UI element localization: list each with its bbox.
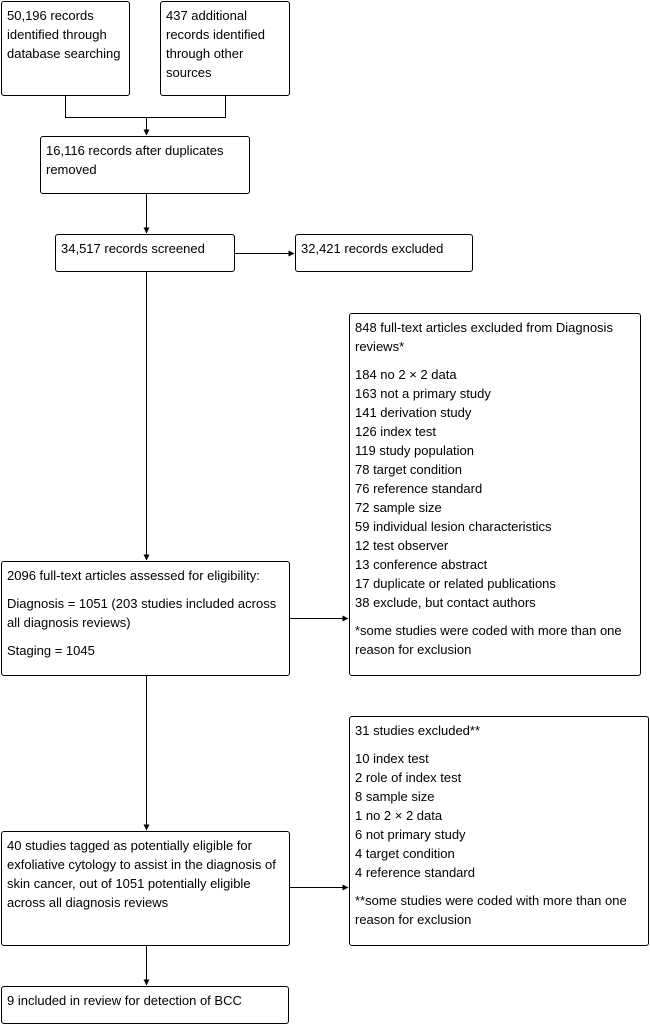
tagged-text: 40 studies tagged as potentially eligibl… [7, 838, 276, 910]
studies-excluded-box: 31 studies excluded** 10 index test 2 ro… [349, 716, 649, 946]
exclusion-reason: 126 index test [355, 424, 436, 439]
fulltext-excluded-reasons: 184 no 2 × 2 data 163 not a primary stud… [355, 365, 635, 612]
exclusion-reason: 72 sample size [355, 500, 442, 515]
database-search-box: 50,196 records identified through databa… [1, 1, 130, 96]
exclusion-reason: 119 study population [355, 443, 475, 458]
assessed-box: 2096 full-text articles assessed for eli… [1, 561, 290, 676]
merge-connector [65, 96, 226, 135]
exclusion-reason: 4 target condition [355, 846, 455, 861]
fulltext-excluded-footnote: *some studies were coded with more than … [355, 623, 622, 657]
exclusion-reason: 10 index test [355, 751, 429, 766]
excluded-screen-box: 32,421 records excluded [295, 234, 473, 272]
excluded-screen-text: 32,421 records excluded [301, 241, 444, 256]
exclusion-reason: 13 conference abstract [355, 557, 488, 572]
studies-excluded-heading: 31 studies excluded** [355, 723, 481, 738]
database-search-text: 50,196 records identified through databa… [7, 8, 121, 61]
exclusion-reason: 78 target condition [355, 462, 462, 477]
exclusion-reason: 1 no 2 × 2 data [355, 808, 443, 823]
assessed-staging: Staging = 1045 [7, 643, 95, 658]
after-duplicates-box: 16,116 records after duplicates removed [40, 136, 250, 194]
exclusion-reason: 76 reference standard [355, 481, 483, 496]
tagged-box: 40 studies tagged as potentially eligibl… [1, 831, 290, 946]
studies-excluded-reasons: 10 index test 2 role of index test 8 sam… [355, 749, 643, 882]
exclusion-reason: 59 individual lesion characteristics [355, 519, 552, 534]
exclusion-reason: 163 not a primary study [355, 386, 491, 401]
exclusion-reason: 4 reference standard [355, 865, 475, 880]
after-duplicates-text: 16,116 records after duplicates removed [46, 143, 224, 177]
exclusion-reason: 141 derivation study [355, 405, 472, 420]
exclusion-reason: 2 role of index test [355, 770, 462, 785]
other-sources-box: 437 additional records identified throug… [160, 1, 290, 96]
other-sources-text: 437 additional records identified throug… [166, 8, 265, 80]
assessed-diagnosis: Diagnosis = 1051 (203 studies included a… [7, 596, 277, 630]
exclusion-reason: 8 sample size [355, 789, 435, 804]
fulltext-excluded-box: 848 full-text articles excluded from Dia… [349, 313, 641, 676]
included-box: 9 included in review for detection of BC… [1, 986, 289, 1024]
screened-box: 34,517 records screened [55, 234, 235, 272]
exclusion-reason: 6 not primary study [355, 827, 466, 842]
included-text: 9 included in review for detection of BC… [7, 993, 242, 1008]
assessed-heading: 2096 full-text articles assessed for eli… [7, 568, 260, 583]
exclusion-reason: 12 test observer [355, 538, 449, 553]
exclusion-reason: 38 exclude, but contact authors [355, 595, 536, 610]
studies-excluded-footnote: **some studies were coded with more than… [355, 893, 627, 927]
exclusion-reason: 17 duplicate or related publications [355, 576, 556, 591]
screened-text: 34,517 records screened [61, 241, 205, 256]
exclusion-reason: 184 no 2 × 2 data [355, 367, 457, 382]
fulltext-excluded-heading: 848 full-text articles excluded from Dia… [355, 320, 613, 354]
